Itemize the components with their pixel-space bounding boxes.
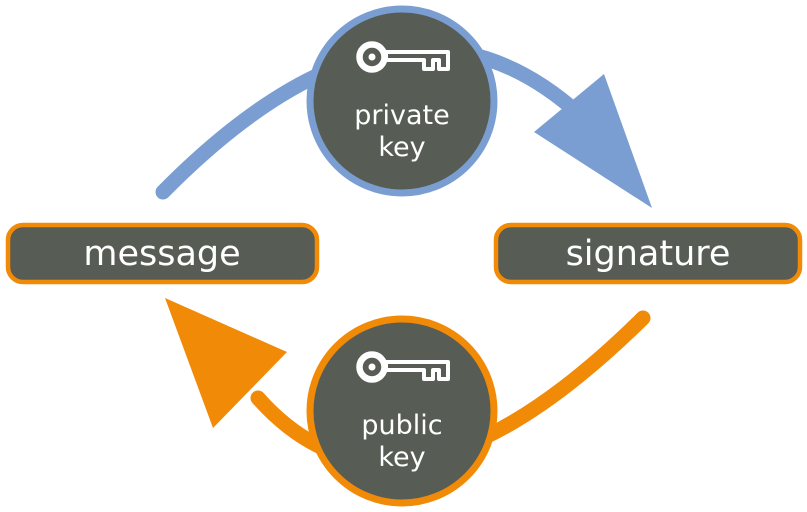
signature-node <box>493 222 803 285</box>
message-node <box>5 222 320 285</box>
message-label: message <box>83 234 240 274</box>
private-key-label-line1: private <box>354 100 449 131</box>
signature-label: signature <box>566 234 731 274</box>
private-key-label-line2: key <box>378 132 425 163</box>
public-key-label-line2: key <box>378 442 425 473</box>
sign-flow-arrowhead <box>534 74 652 208</box>
public-key-label-line1: public <box>361 410 442 441</box>
verify-flow-arrowhead <box>165 298 287 428</box>
